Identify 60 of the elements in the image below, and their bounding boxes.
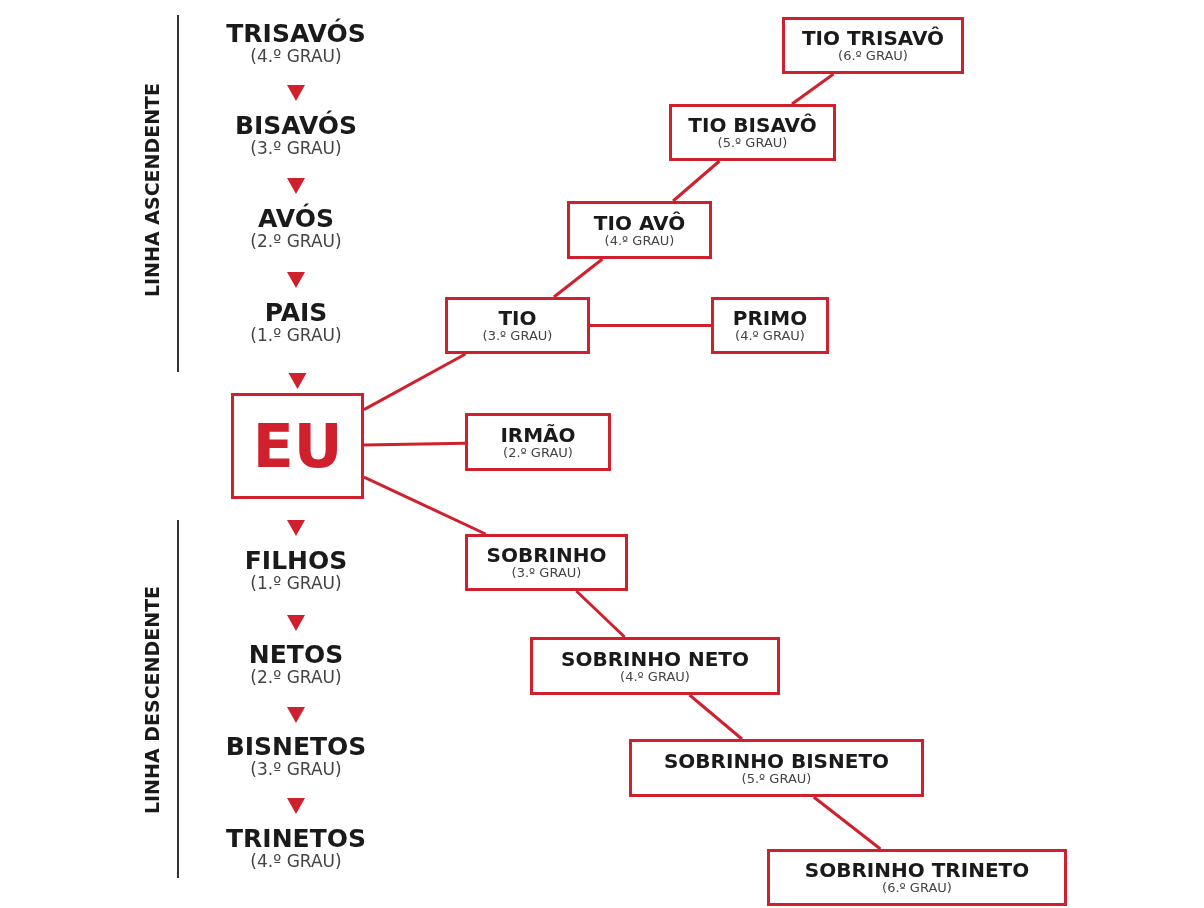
connector-line (672, 159, 721, 203)
relation-box (629, 739, 924, 797)
degree-label: (4.º GRAU) (250, 852, 342, 872)
degree-label: (2.º GRAU) (503, 445, 573, 461)
relation-box (231, 393, 364, 499)
relation-box (530, 637, 780, 695)
connector-line (553, 257, 604, 299)
relation-name: SOBRINHO NETO (561, 647, 749, 670)
degree-label: (4.º GRAU) (604, 233, 675, 249)
relation-name: PAIS (264, 298, 328, 327)
relation-box (669, 104, 836, 161)
relation-name: NETOS (248, 640, 344, 669)
degree-label: (2.º GRAU) (250, 668, 342, 688)
relation-box (782, 17, 964, 74)
relation-name: BISNETOS (225, 732, 367, 761)
connector-line (688, 693, 743, 741)
relation-name: TIO TRISAVÔ (801, 27, 945, 50)
degree-label: (3.º GRAU) (482, 329, 553, 344)
connector-line (791, 72, 835, 106)
section-label: LINHA ASCENDENTE (141, 82, 163, 298)
degree-label: (5.º GRAU) (717, 136, 788, 151)
connector-line (363, 475, 487, 536)
relation-name: TRINETOS (226, 824, 366, 853)
relation-name: BISAVÓS (234, 111, 358, 140)
relation-name: AVÓS (258, 204, 334, 233)
degree-label: (4.º GRAU) (620, 669, 690, 685)
degree-label: (6.º GRAU) (882, 881, 952, 896)
self-label: EU (252, 413, 343, 479)
connector-line (363, 441, 466, 447)
relation-name: TIO AVÔ (593, 211, 686, 234)
relation-box (711, 297, 829, 354)
relation-name: SOBRINHO (486, 544, 607, 567)
relation-name: SOBRINHO BISNETO (663, 749, 890, 772)
degree-label: (4.º GRAU) (250, 47, 342, 67)
relation-box (465, 413, 611, 471)
relation-name: IRMÃO (500, 423, 576, 446)
connector-line (590, 324, 711, 327)
degree-label: (1.º GRAU) (250, 574, 342, 594)
degree-label: (3.º GRAU) (511, 566, 582, 581)
relation-name: FILHOS (244, 546, 348, 575)
relation-box (767, 849, 1067, 906)
relation-name: TIO BISAVÔ (688, 114, 817, 137)
relation-name: PRIMO (732, 307, 808, 330)
degree-label: (3.º GRAU) (250, 139, 342, 159)
degree-label: (5.º GRAU) (741, 771, 812, 787)
degree-label: (3.º GRAU) (250, 760, 342, 780)
relation-name: SOBRINHO TRINETO (804, 859, 1030, 882)
degree-label: (1.º GRAU) (250, 326, 342, 346)
degree-label: (4.º GRAU) (735, 329, 805, 344)
connector-line (363, 352, 467, 411)
connector-line (812, 795, 882, 851)
relation-name: TIO (498, 307, 537, 330)
degree-label: (2.º GRAU) (250, 232, 342, 252)
relation-box (465, 534, 628, 591)
relation-box (567, 201, 712, 259)
relation-name: TRISAVÓS (226, 19, 366, 48)
section-label: LINHA DESCENDENTE (141, 585, 163, 815)
connector-line (575, 589, 626, 639)
degree-label: (6.º GRAU) (838, 49, 908, 64)
relation-box (445, 297, 590, 354)
